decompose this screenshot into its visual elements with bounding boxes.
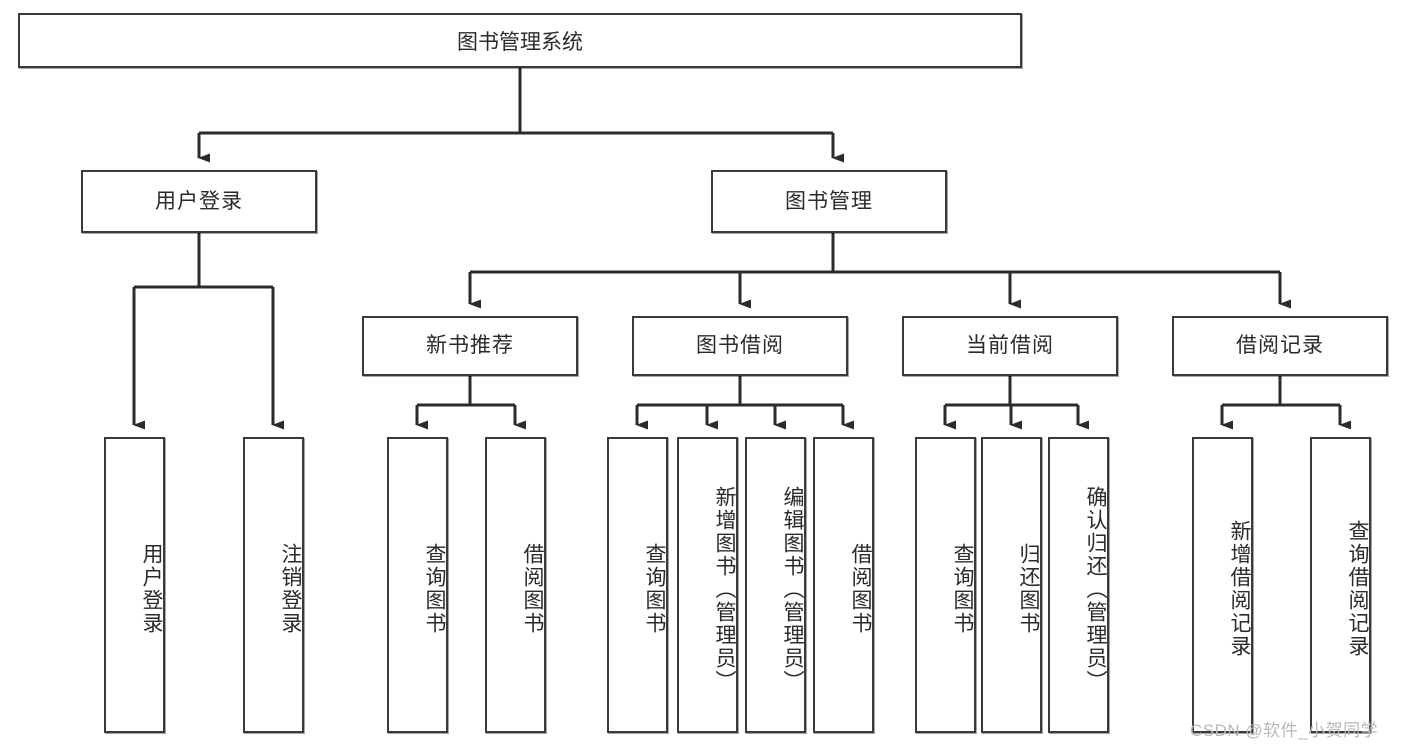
leaf-current-borrow-3-label: 确认归还（管理员） xyxy=(1084,485,1107,693)
leaf-book-borrow-2[interactable]: 新增图书（管理员） xyxy=(677,437,738,733)
node-user-login-label: 用户登录 xyxy=(155,189,243,213)
leaf-new-book-2-label: 借阅图书 xyxy=(521,543,544,635)
node-book-manage[interactable]: 图书管理 xyxy=(711,170,947,233)
csdn-watermark: CSDN @软件_小贺同学 xyxy=(1190,721,1379,740)
node-current-borrow[interactable]: 当前借阅 xyxy=(902,316,1118,376)
leaf-book-borrow-1[interactable]: 查询图书 xyxy=(607,437,668,733)
node-book-borrow[interactable]: 图书借阅 xyxy=(632,316,848,376)
leaf-book-borrow-3[interactable]: 编辑图书（管理员） xyxy=(745,437,806,733)
leaf-new-book-1[interactable]: 查询图书 xyxy=(387,437,448,733)
node-current-borrow-label: 当前借阅 xyxy=(966,334,1054,358)
leaf-borrow-record-2-label: 查询借阅记录 xyxy=(1346,520,1369,658)
leaf-book-borrow-2-label: 新增图书（管理员） xyxy=(713,485,736,693)
leaf-new-book-2[interactable]: 借阅图书 xyxy=(485,437,546,733)
leaf-new-book-1-label: 查询图书 xyxy=(423,543,446,635)
node-user-login[interactable]: 用户登录 xyxy=(81,170,317,233)
leaf-user-login-2-label: 注销登录 xyxy=(279,543,302,635)
leaf-user-login-1-label: 用户登录 xyxy=(140,543,163,635)
node-borrow-record-label: 借阅记录 xyxy=(1236,334,1324,358)
leaf-book-borrow-4-label: 借阅图书 xyxy=(849,543,872,635)
leaf-current-borrow-3[interactable]: 确认归还（管理员） xyxy=(1048,437,1109,733)
leaf-current-borrow-1[interactable]: 查询图书 xyxy=(915,437,976,733)
leaf-user-login-1[interactable]: 用户登录 xyxy=(104,437,165,733)
node-borrow-record[interactable]: 借阅记录 xyxy=(1172,316,1388,376)
leaf-current-borrow-2[interactable]: 归还图书 xyxy=(981,437,1042,733)
leaf-borrow-record-1[interactable]: 新增借阅记录 xyxy=(1192,437,1253,733)
node-book-borrow-label: 图书借阅 xyxy=(696,334,784,358)
node-book-manage-label: 图书管理 xyxy=(785,189,873,213)
node-new-book[interactable]: 新书推荐 xyxy=(362,316,578,376)
leaf-borrow-record-2[interactable]: 查询借阅记录 xyxy=(1310,437,1371,733)
leaf-borrow-record-1-label: 新增借阅记录 xyxy=(1228,520,1251,658)
leaf-current-borrow-1-label: 查询图书 xyxy=(951,543,974,635)
node-root[interactable]: 图书管理系统 xyxy=(18,13,1022,68)
leaf-book-borrow-3-label: 编辑图书（管理员） xyxy=(781,485,804,693)
node-root-label: 图书管理系统 xyxy=(457,30,583,54)
leaf-user-login-2[interactable]: 注销登录 xyxy=(243,437,304,733)
leaf-book-borrow-4[interactable]: 借阅图书 xyxy=(813,437,874,733)
node-new-book-label: 新书推荐 xyxy=(426,334,514,358)
leaf-book-borrow-1-label: 查询图书 xyxy=(643,543,666,635)
leaf-current-borrow-2-label: 归还图书 xyxy=(1017,543,1040,635)
